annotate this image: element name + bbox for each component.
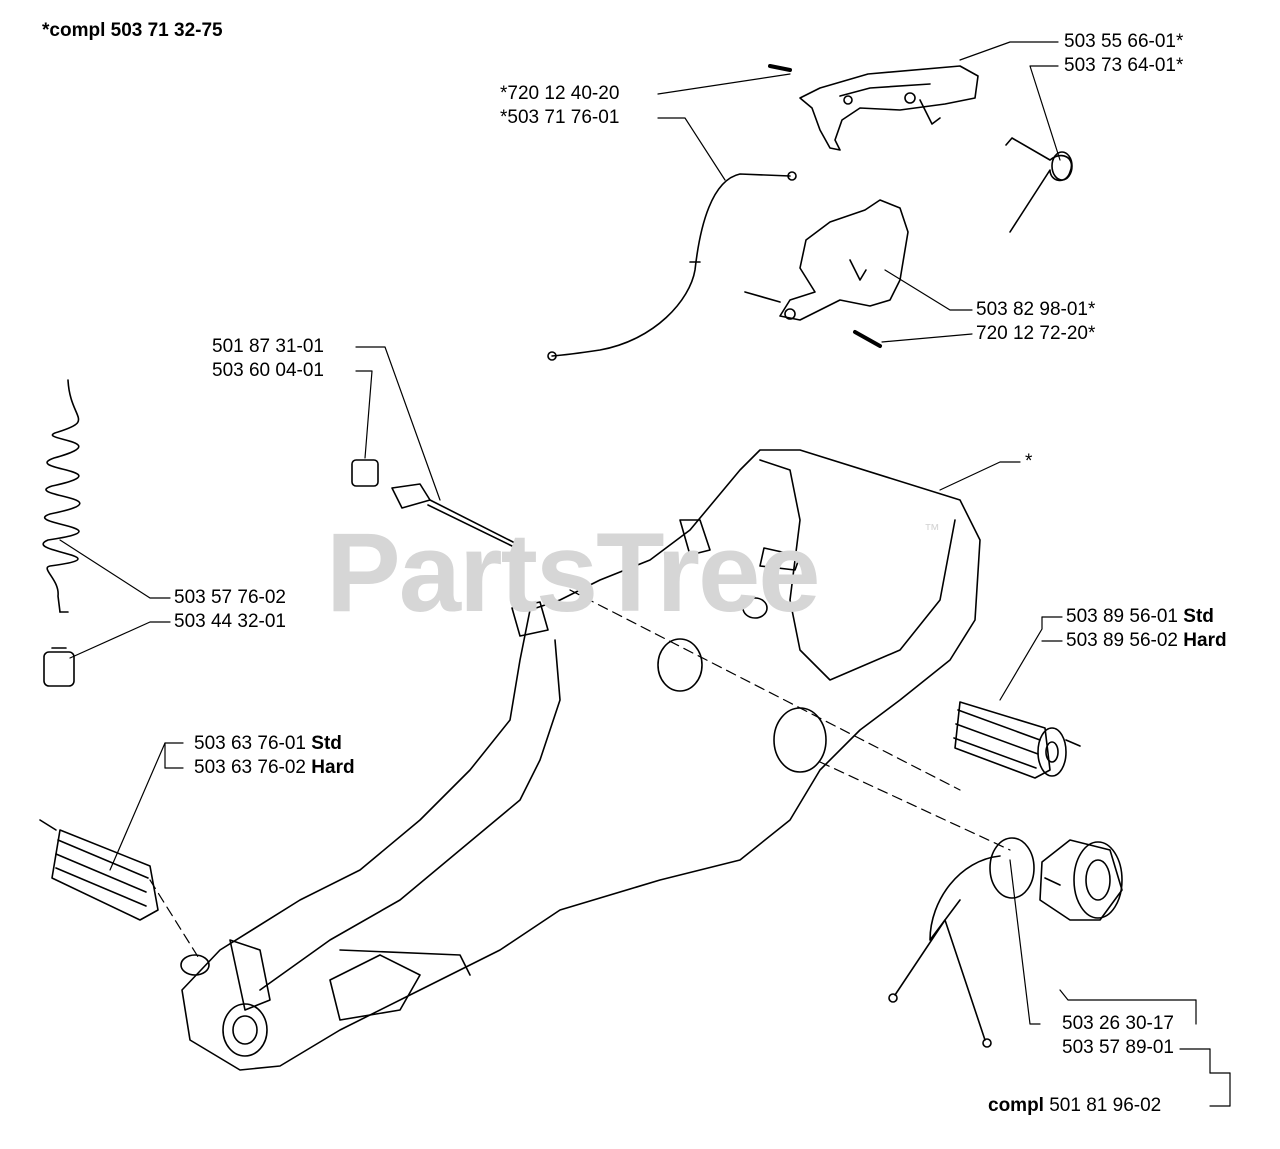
- throttle-cable-part: [547, 171, 797, 361]
- part-label: 503 73 64-01*: [1064, 55, 1184, 76]
- part-label: 503 57 89-01: [1062, 1037, 1174, 1058]
- fuel-hose-part: [42, 379, 81, 613]
- main-housing-part: [180, 449, 981, 1071]
- part-number: 501 81 96-02: [1049, 1095, 1162, 1116]
- watermark-trademark: ™: [924, 522, 940, 539]
- throttle-lockout-part: [744, 199, 909, 348]
- part-label-compl: compl 501 81 96-02: [988, 1095, 1161, 1117]
- part-label: 503 82 98-01*: [976, 299, 1096, 320]
- part-number: 503 89 56-02: [1066, 630, 1178, 651]
- variant-label: Hard: [1183, 630, 1227, 651]
- part-number: 503 63 76-02: [194, 757, 306, 778]
- rear-buffer-part: [953, 701, 1081, 779]
- assembly-title: *compl 503 71 32-75: [42, 20, 223, 41]
- spring-wire-part: [1005, 137, 1073, 233]
- part-label-std: 503 63 76-01 Std: [194, 733, 342, 755]
- compl-prefix: compl: [988, 1095, 1044, 1116]
- part-label: *503 71 76-01: [500, 107, 620, 128]
- part-label-hard: 503 89 56-02 Hard: [1066, 630, 1227, 652]
- throttle-lever-part: [768, 64, 979, 151]
- variant-label: Std: [1183, 606, 1214, 627]
- part-label: 503 57 76-02: [174, 587, 286, 608]
- part-label: 503 26 30-17: [1062, 1013, 1174, 1034]
- part-label: 503 55 66-01*: [1064, 31, 1184, 52]
- part-label: 720 12 72-20*: [976, 323, 1096, 344]
- variant-label: Std: [311, 733, 342, 754]
- front-buffer-part: [39, 819, 159, 921]
- part-label-hard: 503 63 76-02 Hard: [194, 757, 355, 779]
- watermark: PartsTree: [326, 510, 821, 635]
- part-label: 503 60 04-01: [212, 360, 324, 381]
- part-label-std: 503 89 56-01 Std: [1066, 606, 1214, 628]
- part-number: 503 89 56-01: [1066, 606, 1178, 627]
- fuel-filter-part: [43, 647, 75, 687]
- leader-lines: [59, 41, 1231, 1107]
- part-label: *720 12 40-20: [500, 83, 620, 104]
- part-label: 501 87 31-01: [212, 336, 324, 357]
- part-label: *: [1025, 451, 1033, 472]
- fuel-cap-part: [888, 837, 1123, 1048]
- part-number: 503 63 76-01: [194, 733, 306, 754]
- part-label: 503 44 32-01: [174, 611, 286, 632]
- variant-label: Hard: [311, 757, 355, 778]
- pickup-tube-part: [351, 459, 516, 547]
